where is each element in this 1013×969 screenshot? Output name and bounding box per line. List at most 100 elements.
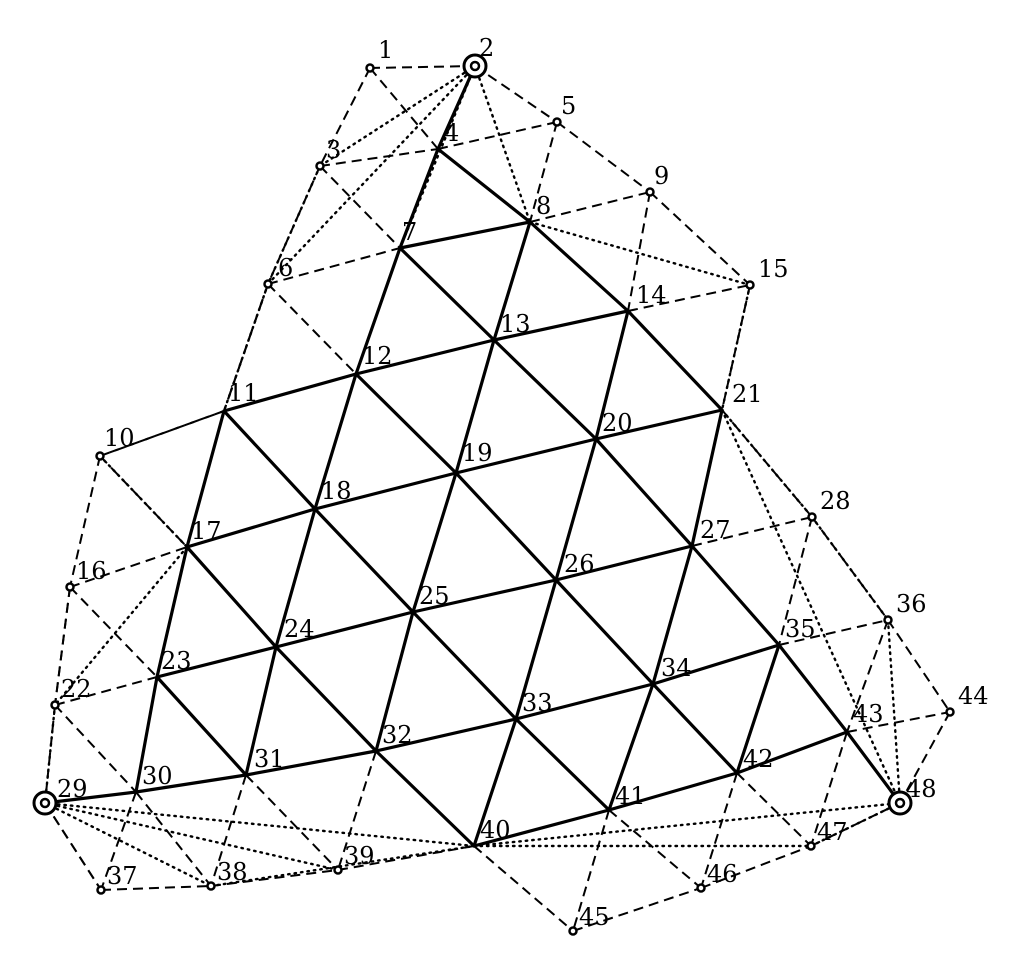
- node-37: [96, 885, 106, 895]
- solid-edge-33-41: [514, 717, 611, 812]
- dashed-edge-10-16: [69, 455, 101, 588]
- dotted-edge-29-39: [43, 801, 340, 872]
- solid-edge-17-23: [155, 545, 189, 679]
- dashed-edge-46-47: [700, 845, 812, 889]
- dotted-edge-38-40: [209, 844, 476, 888]
- node-9: [645, 187, 655, 197]
- node-10: [95, 451, 105, 461]
- node-46: [696, 883, 706, 893]
- node-label-23: 23: [161, 647, 192, 675]
- dotted-edge-10-17: [98, 454, 189, 549]
- solid-edge-43-48: [845, 730, 902, 805]
- dashed-edge-36-44: [887, 619, 951, 713]
- dotted-edge-6-11: [222, 282, 270, 413]
- fine-dashed-edge-42-46: [700, 772, 738, 889]
- node-label-32: 32: [382, 721, 413, 749]
- solid-edge-19-26: [454, 471, 558, 582]
- solid-edge-12-18: [313, 372, 358, 511]
- fine-dashed-edge-32-39: [337, 750, 377, 871]
- solid-edge-19-20: [454, 437, 598, 475]
- solid-edge-23-24: [155, 645, 278, 679]
- solid-edge-20-27: [594, 437, 694, 548]
- solid-edge-19-25: [411, 471, 458, 614]
- anchor-node-center-29: [39, 797, 51, 809]
- dotted-edge-2-6: [266, 64, 477, 286]
- dotted-edge-3-6: [266, 164, 322, 286]
- solid-edge-30-29: [43, 790, 138, 805]
- node-label-14: 14: [636, 281, 667, 309]
- dotted-edge-2-3: [318, 64, 477, 168]
- node-label-41: 41: [615, 782, 646, 810]
- node-label-22: 22: [61, 675, 92, 703]
- dotted-edge-8-15: [528, 220, 752, 287]
- solid-edge-20-21: [594, 408, 724, 441]
- solid-edge-17-18: [185, 507, 317, 549]
- solid-edge-14-20: [594, 309, 630, 441]
- node-label-48: 48: [906, 775, 937, 803]
- solid-edge-14-21: [626, 309, 724, 412]
- node-36: [883, 615, 893, 625]
- dotted-edge-40-48: [472, 801, 902, 848]
- fine-dashed-edge-28-35: [778, 516, 813, 646]
- nodes: [32, 53, 955, 936]
- solid-edge-32-40: [374, 749, 476, 848]
- solid-edge-18-25: [313, 507, 415, 614]
- fine-dashed-edge-3-4: [319, 148, 439, 167]
- dashed-edge-5-9: [556, 121, 651, 193]
- node-label-8: 8: [536, 192, 551, 220]
- solid-edge-41-42: [607, 771, 739, 812]
- dashed-edge-22-29: [44, 704, 56, 804]
- node-label-44: 44: [958, 682, 989, 710]
- fine-dashed-edge-6-7: [267, 247, 401, 285]
- dashed-edge-44-48: [899, 711, 951, 804]
- solid-edge-18-24: [274, 507, 317, 649]
- node-label-24: 24: [284, 615, 315, 643]
- fine-dashed-edge-6-12: [267, 283, 357, 375]
- solid-edge-12-13: [354, 338, 496, 376]
- fine-dashed-edge-29-37: [44, 802, 102, 891]
- dotted-edge-2-8: [473, 64, 532, 224]
- node-label-29: 29: [57, 775, 88, 803]
- solid-edge-27-35: [690, 544, 781, 647]
- fine-dashed-edge-4-5: [437, 121, 558, 150]
- solid-edge-34-35: [651, 643, 781, 686]
- fine-dashed-edge-27-28: [691, 516, 813, 547]
- dotted-edge-17-22: [53, 545, 189, 707]
- node-22: [50, 700, 60, 710]
- solid-edge-24-32: [274, 645, 378, 753]
- dashed-edge-1-2: [369, 65, 476, 69]
- solid-edge-17-24: [185, 545, 278, 649]
- node-label-4: 4: [444, 119, 459, 147]
- node-label-46: 46: [707, 860, 738, 888]
- node-label-30: 30: [142, 762, 173, 790]
- dashed-edge-2-5: [474, 65, 558, 123]
- node-38: [206, 881, 216, 891]
- node-label-33: 33: [522, 689, 553, 717]
- dashed-edge-40-45: [473, 845, 574, 932]
- node-label-36: 36: [896, 590, 927, 618]
- node-label-47: 47: [817, 818, 848, 846]
- anchor-node-center-48: [894, 797, 906, 809]
- node-15: [745, 280, 755, 290]
- fine-dashed-edge-22-23: [54, 676, 158, 706]
- solid-mesh-edges: [43, 64, 902, 848]
- solid-edge-33-34: [514, 682, 655, 721]
- node-label-11: 11: [228, 379, 259, 407]
- fine-dashed-edge-16-23: [69, 586, 158, 678]
- solid-edge-32-33: [374, 717, 518, 753]
- solid-edge-13-19: [454, 338, 496, 475]
- dotted-edge-36-48: [886, 618, 902, 805]
- solid-edge-7-8: [398, 220, 532, 250]
- solid-edge-40-41: [472, 808, 611, 848]
- node-label-10: 10: [104, 424, 135, 452]
- node-45: [568, 926, 578, 936]
- node-label-37: 37: [107, 862, 138, 890]
- fine-dashed-edge-8-9: [529, 191, 651, 223]
- node-label-39: 39: [344, 842, 375, 870]
- node-39: [333, 865, 343, 875]
- node-label-26: 26: [564, 550, 595, 578]
- solid-edge-7-12: [354, 246, 402, 376]
- solid-edge-11-18: [222, 409, 317, 511]
- dotted-edge-15-21: [720, 283, 752, 412]
